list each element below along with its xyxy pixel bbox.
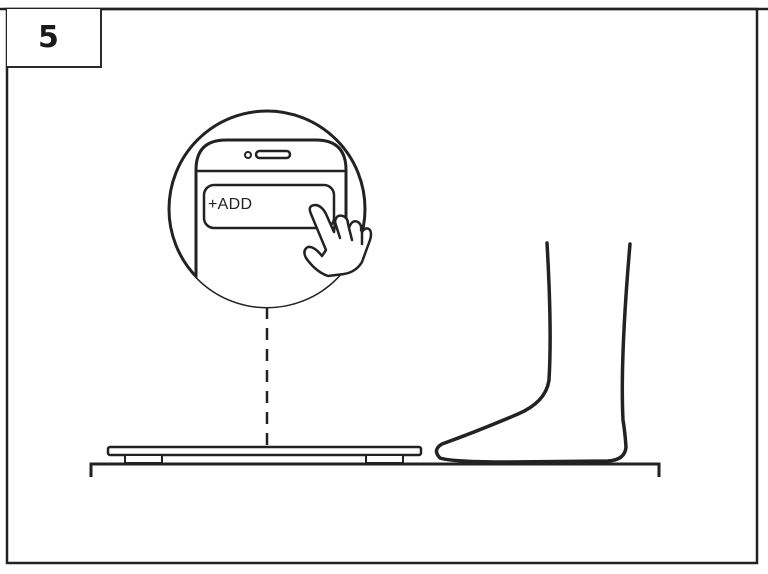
bathroom-scale-icon [106, 445, 423, 464]
smartphone-icon [194, 138, 348, 307]
floor-line [89, 462, 661, 477]
hand-pointer-icon [303, 203, 373, 278]
panel-frame [5, 7, 759, 565]
add-button-label: +ADD [208, 196, 253, 213]
step-number: 5 [38, 20, 59, 55]
add-button-outline [202, 183, 336, 230]
step-number-box: 5 [7, 9, 102, 68]
foot-icon [434, 241, 632, 464]
zoom-callout [167, 109, 373, 309]
